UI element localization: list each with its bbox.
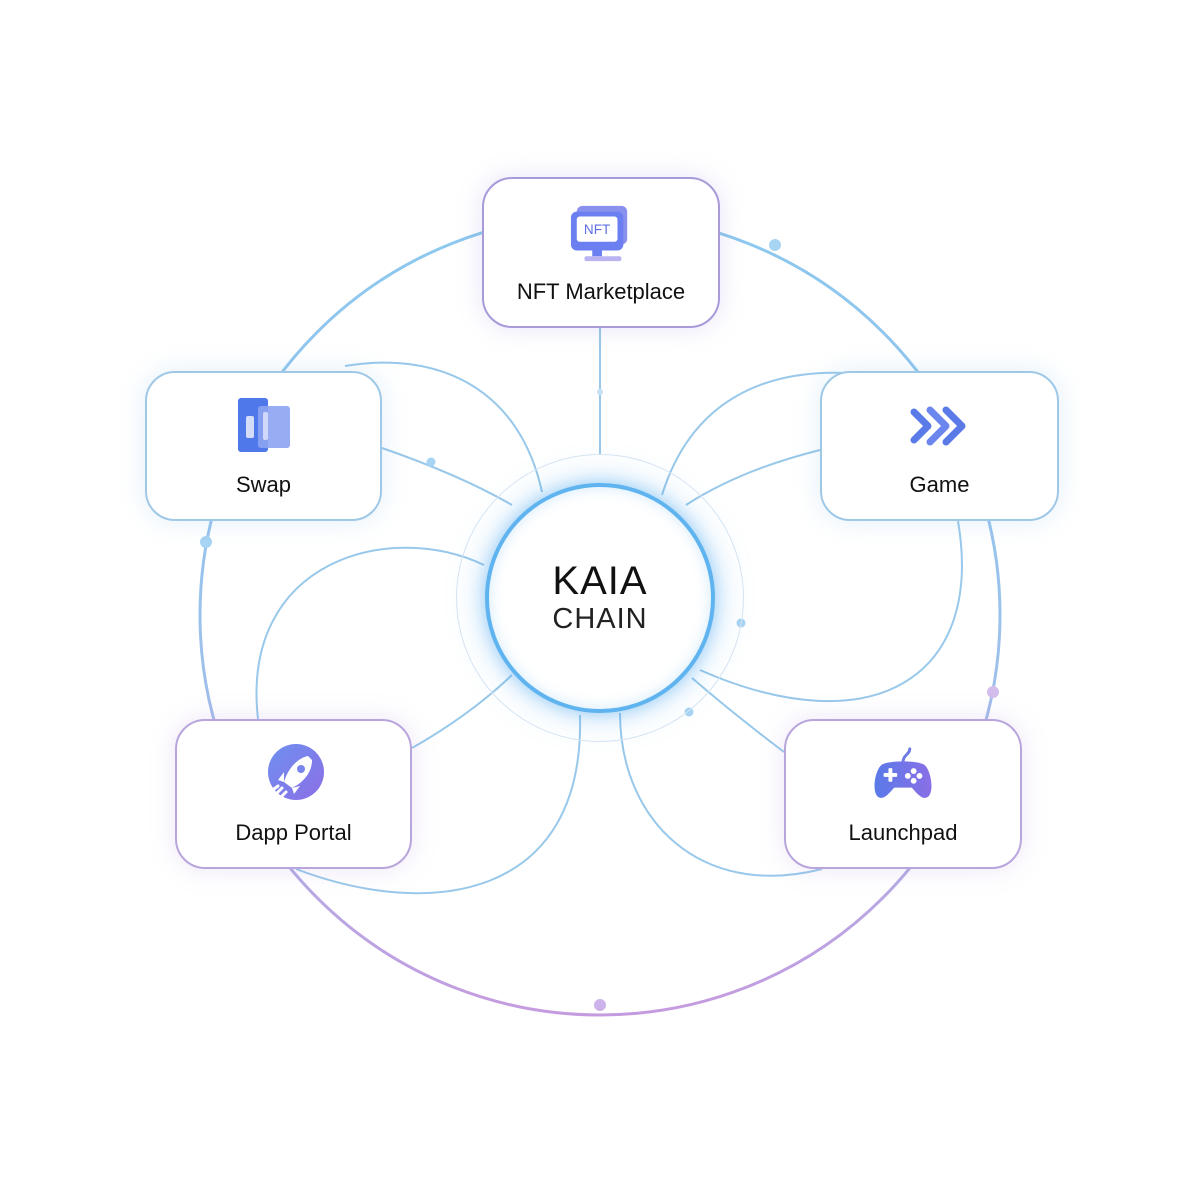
ring-dot	[594, 999, 606, 1011]
connector-swap-hub-curve	[344, 361, 543, 493]
node-label: Launchpad	[848, 820, 958, 845]
kaia-chain-hub[interactable]: KAIA CHAIN	[485, 483, 715, 713]
double-chevron-icon	[908, 394, 972, 458]
node-launchpad[interactable]: Launchpad	[784, 719, 1022, 869]
node-dapp-portal[interactable]: Dapp Portal	[175, 719, 412, 869]
node-swap[interactable]: Swap	[145, 371, 382, 521]
node-label: Game	[909, 472, 970, 497]
ring-dot	[200, 536, 212, 548]
node-label: Swap	[235, 472, 292, 497]
connector-swap-hub-straight	[381, 447, 513, 506]
ring-dot	[769, 239, 781, 251]
hub-halo	[456, 454, 744, 742]
connector-game-hub-curve	[661, 371, 863, 496]
connector-game-right-loop	[699, 520, 963, 703]
node-label: Dapp Portal	[235, 820, 352, 845]
connector-launch-bottom-loop	[619, 712, 823, 877]
nft-monitor-icon: NFT	[569, 201, 633, 265]
ring-dot	[987, 686, 999, 698]
connector-game-hub-straight	[685, 449, 821, 506]
connector-dapp-bottom-loop	[295, 714, 582, 895]
hub-title: KAIA	[552, 559, 648, 603]
swap-cards-icon	[232, 394, 296, 458]
gamepad-icon	[871, 742, 935, 806]
connector-dapp-left-loop	[255, 546, 485, 720]
connector-dot	[426, 457, 436, 467]
connector-dot	[597, 389, 603, 395]
rocket-icon	[262, 742, 326, 806]
node-label: NFT Marketplace	[516, 278, 686, 304]
node-nft-marketplace[interactable]: NFT NFT Marketplace	[482, 177, 720, 328]
nft-icon-text: NFT	[584, 221, 610, 236]
node-game[interactable]: Game	[820, 371, 1059, 521]
hub-subtitle: CHAIN	[552, 603, 648, 635]
